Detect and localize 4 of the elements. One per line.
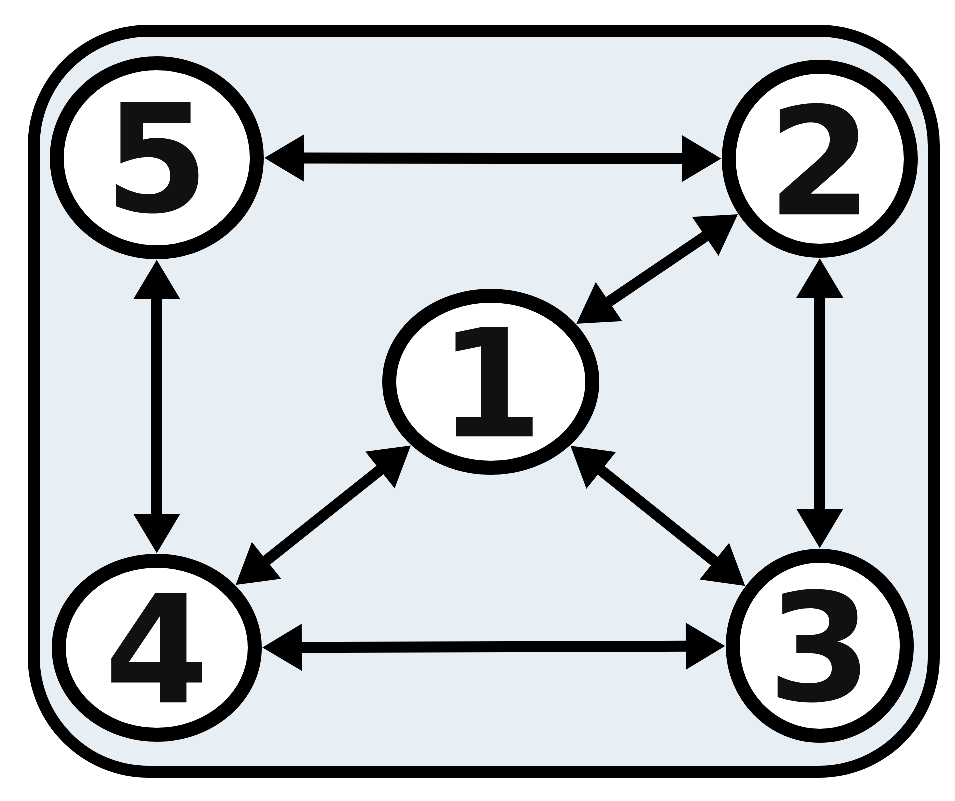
circle-node: 4 [52, 554, 262, 742]
circle-node: 2 [722, 60, 918, 258]
circle-node: 5 [50, 56, 264, 260]
circle-node: 3 [726, 549, 914, 743]
